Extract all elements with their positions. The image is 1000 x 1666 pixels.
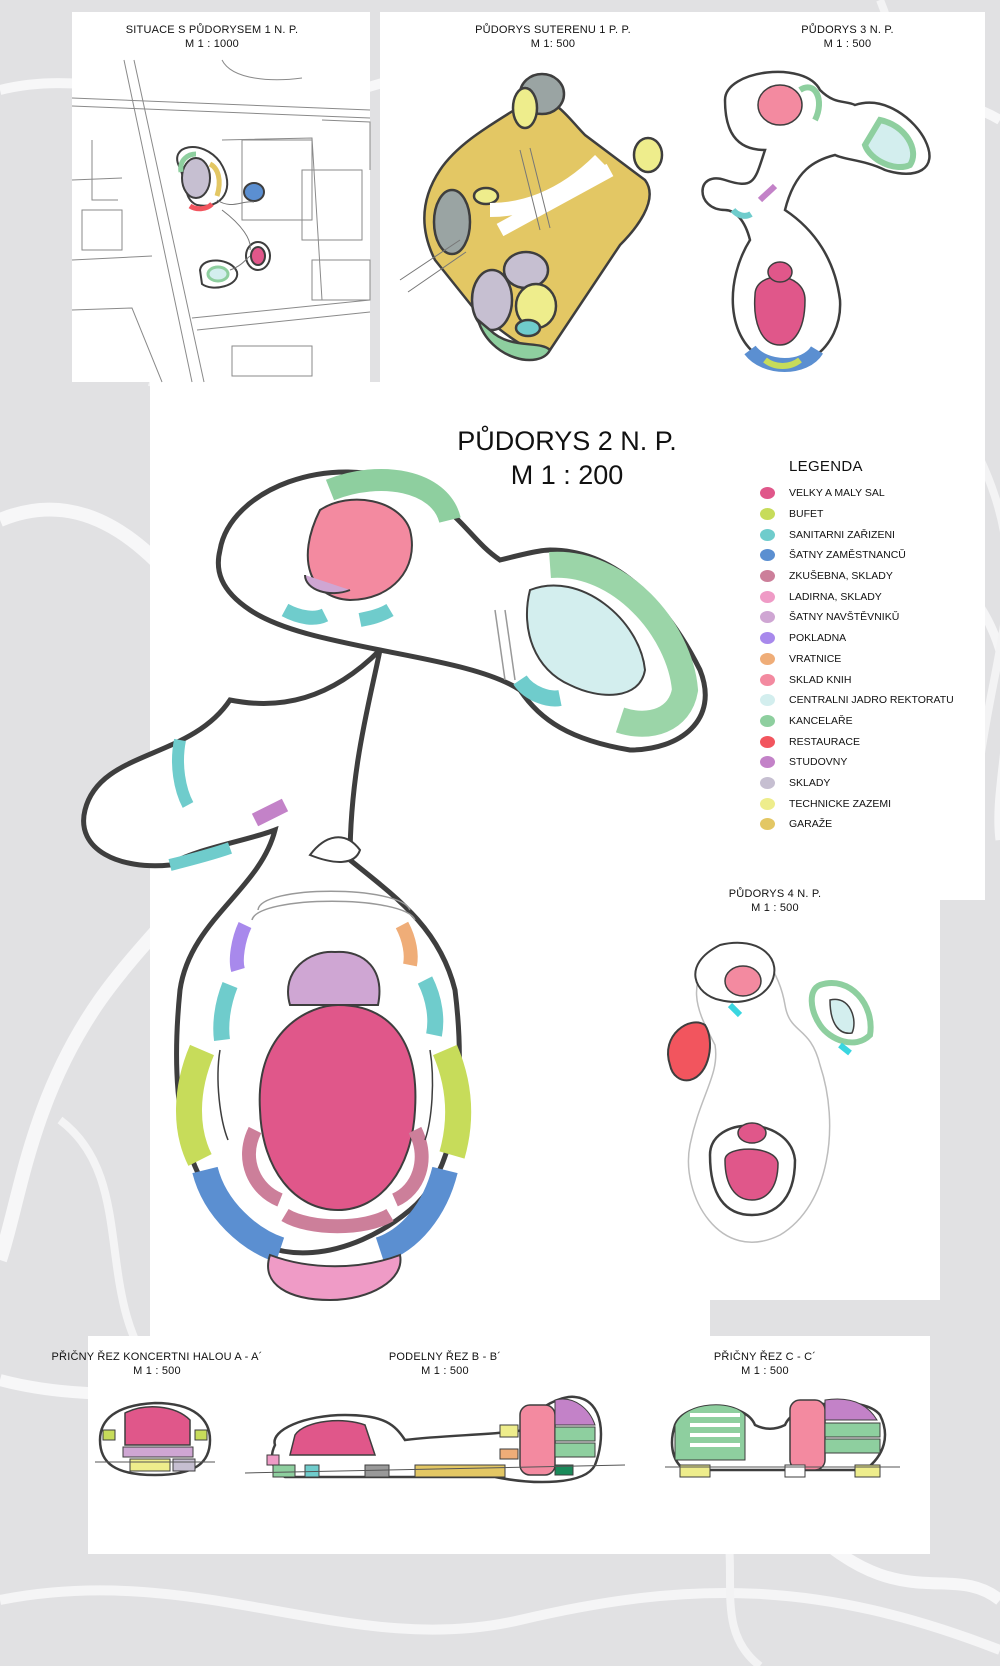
title-np2-text: PŮDORYS 2 N. P.: [457, 426, 677, 456]
scale-np2-text: M 1 : 200: [510, 460, 624, 490]
legend-label: SKLADY: [789, 776, 831, 789]
legend-swatch: [760, 756, 775, 769]
title-np3-text: PŮDORYS 3 N. P.: [801, 24, 894, 36]
legend-item: SANITARNI ZAŘIZENI: [760, 524, 1000, 545]
legend-label: ŠATNY ZAMĚSTNANCŬ: [789, 549, 906, 562]
section-b: [244, 1395, 626, 1484]
legend-swatch: [760, 776, 775, 789]
legend-item: VELKY A MALY SAL: [760, 483, 1000, 504]
legend-label: SANITARNI ZAŘIZENI: [789, 528, 895, 541]
legend: LEGENDA VELKY A MALY SAL BUFET SANITARNI Z…: [760, 458, 1000, 835]
scale-suteren-text: M 1: 500: [530, 38, 576, 50]
legend-swatch: [760, 487, 775, 500]
title-rez-b: PODELNY ŘEZ B - B´ M 1 : 500: [360, 1350, 530, 1378]
title-rez-c: PŘIČNY ŘEZ C - C´ M 1 : 500: [690, 1350, 840, 1378]
site-plan: [71, 59, 371, 383]
legend-item: TECHNICKE ZAZEMI: [760, 793, 1000, 814]
scale-rez-b-text: M 1 : 500: [421, 1365, 469, 1377]
title-suteren: PŮDORYS SUTERENU 1 P. P. M 1: 500: [413, 23, 693, 51]
legend-swatch: [760, 673, 775, 686]
basement-plan: [399, 72, 664, 362]
legend-item: SKLADY: [760, 773, 1000, 794]
legend-swatch: [760, 570, 775, 583]
legend-label: RESTAURACE: [789, 735, 860, 748]
title-rez-a: PŘIČNY ŘEZ KONCERTNI HALOU A - A´ M 1 : …: [42, 1350, 272, 1378]
scale-situace-text: M 1 : 1000: [185, 38, 239, 50]
title-situace-text: SITUACE S PŮDORYSEM 1 N. P.: [125, 24, 299, 36]
legend-label: SKLAD KNIH: [789, 673, 852, 686]
title-np2: PŮDORYS 2 N. P. M 1 : 200: [452, 424, 682, 492]
legend-item: VRATNICE: [760, 649, 1000, 670]
legend-label: POKLADNA: [789, 632, 847, 645]
legend-item: STUDOVNY: [760, 752, 1000, 773]
floor4-plan: [667, 941, 874, 1243]
legend-label: KANCELAŘE: [789, 714, 853, 727]
legend-label: CENTRALNI JADRO REKTORATU: [789, 694, 954, 707]
title-np3: PŮDORYS 3 N. P. M 1 : 500: [740, 23, 955, 51]
legend-label: ŠATNY NAVŠTĚVNIKŬ: [789, 611, 900, 624]
legend-label: VRATNICE: [789, 652, 842, 665]
legend-label: ZKUŠEBNA, SKLADY: [789, 570, 893, 583]
legend-label: LADIRNA, SKLADY: [789, 590, 882, 603]
floor2-plan: [81, 469, 708, 1302]
scale-rez-a-text: M 1 : 500: [133, 1365, 181, 1377]
legend-item: BUFET: [760, 504, 1000, 525]
legend-swatch: [760, 508, 775, 521]
title-rez-c-text: PŘIČNY ŘEZ C - C´: [713, 1351, 817, 1363]
legend-swatch: [760, 652, 775, 665]
legend-label: BUFET: [789, 508, 824, 521]
legend-swatch: [760, 735, 775, 748]
legend-item: ZKUŠEBNA, SKLADY: [760, 566, 1000, 587]
legend-item: CENTRALNI JADRO REKTORATU: [760, 690, 1000, 711]
legend-item: KANCELAŘE: [760, 711, 1000, 732]
title-np4: PŮDORYS 4 N. P. M 1 : 500: [700, 887, 850, 915]
section-c: [665, 1398, 900, 1478]
legend-label: GARAŽE: [789, 818, 833, 831]
legend-label: VELKY A MALY SAL: [789, 487, 885, 500]
legend-title: LEGENDA: [789, 458, 863, 475]
title-rez-a-text: PŘIČNY ŘEZ KONCERTNI HALOU A - A´: [51, 1351, 263, 1363]
legend-swatch: [760, 549, 775, 562]
legend-swatch: [760, 632, 775, 645]
legend-label: STUDOVNY: [789, 756, 848, 769]
title-np4-text: PŮDORYS 4 N. P.: [728, 888, 822, 900]
title-rez-b-text: PODELNY ŘEZ B - B´: [388, 1351, 502, 1363]
legend-swatch: [760, 528, 775, 541]
panel-legend: [690, 410, 985, 900]
legend-label: TECHNICKE ZAZEMI: [789, 797, 892, 810]
legend-item: ŠATNY ZAMĚSTNANCŬ: [760, 545, 1000, 566]
title-suteren-text: PŮDORYS SUTERENU 1 P. P.: [475, 24, 631, 36]
legend-item: ŠATNY NAVŠTĚVNIKŬ: [760, 607, 1000, 628]
title-situace: SITUACE S PŮDORYSEM 1 N. P. M 1 : 1000: [72, 23, 352, 51]
legend-list: VELKY A MALY SAL BUFET SANITARNI ZAŘIZENI Š…: [760, 483, 1000, 835]
legend-item: LADIRNA, SKLADY: [760, 586, 1000, 607]
legend-item: GARAŽE: [760, 814, 1000, 835]
scale-np4-text: M 1 : 500: [751, 902, 799, 914]
legend-swatch: [760, 611, 775, 624]
legend-swatch: [760, 818, 775, 831]
legend-swatch: [760, 590, 775, 603]
legend-swatch: [760, 714, 775, 727]
legend-item: RESTAURACE: [760, 731, 1000, 752]
section-a: [95, 1401, 215, 1477]
scale-np3-text: M 1 : 500: [823, 38, 872, 50]
legend-item: POKLADNA: [760, 628, 1000, 649]
legend-swatch: [760, 694, 775, 707]
scale-rez-c-text: M 1 : 500: [741, 1365, 789, 1377]
floor3-plan: [701, 70, 931, 372]
legend-swatch: [760, 797, 775, 810]
legend-item: SKLAD KNIH: [760, 669, 1000, 690]
